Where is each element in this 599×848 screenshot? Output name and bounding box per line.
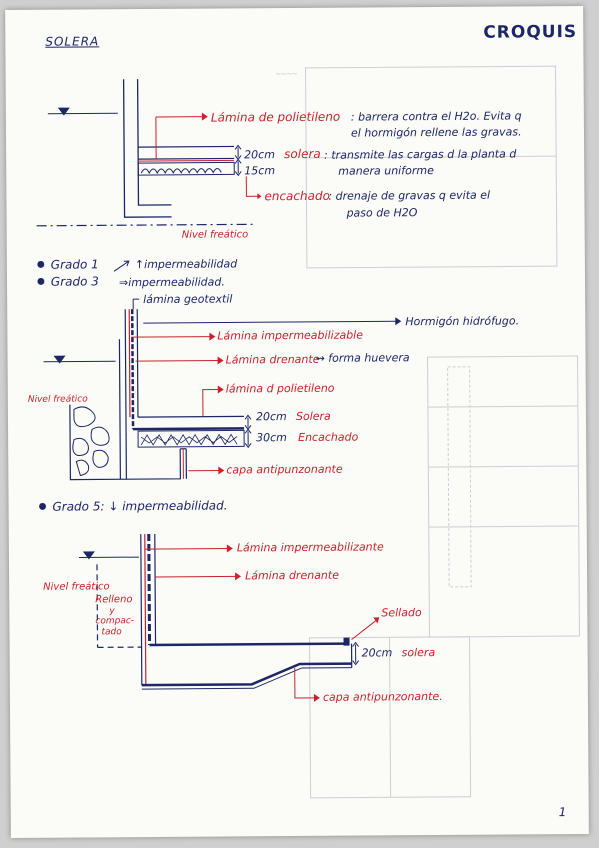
- solera-label-3: solera: [401, 646, 436, 660]
- encachado-desc-2: paso de H2O: [346, 206, 418, 220]
- lamina-impermeabilizante-label: Lámina impermeabilizante: [236, 540, 384, 555]
- relleno-label-2: y: [109, 606, 115, 617]
- notebook-page: ~~~~ SOLERA CROQUIS: [5, 5, 589, 839]
- capa-antipunzonante-label: capa antipunzonante: [226, 462, 343, 477]
- lamina-polietileno-label: Lámina de polietileno: [210, 109, 341, 125]
- sellado-label: Sellado: [381, 606, 422, 620]
- nivel-freatico-label-1: Nivel freático: [181, 229, 249, 241]
- nivel-freatico-label-3: Nivel freático: [43, 581, 110, 593]
- grado-1-label: Grado 1: [37, 257, 99, 271]
- relleno-label-3: compac-: [95, 616, 135, 627]
- page-number: 1: [558, 805, 567, 820]
- lamina-polietileno-desc-1: : barrera contra el H2o. Evita q: [350, 109, 522, 124]
- lamina-drenante-label: Lámina drenante: [225, 352, 320, 367]
- relleno-label-4: tado: [101, 627, 122, 638]
- grado-1-text: ↑impermeabilidad: [134, 257, 238, 272]
- grado-3-text: ⇒impermeabilidad.: [118, 275, 225, 290]
- hormigon-hidrofugo-label: Hormigón hidrófugo.: [405, 314, 520, 329]
- lamina-impermeabilizable-label: Lámina impermeabilizable: [217, 328, 364, 343]
- bleed-through-drawing: [305, 65, 581, 799]
- relleno-label-1: Relleno: [95, 594, 133, 606]
- encachado-thickness-2: 30cm: [256, 431, 287, 445]
- solera-thickness: 20cm: [244, 148, 275, 162]
- section2-drawing: [43, 298, 402, 481]
- encachado-label-2: Encachado: [298, 430, 359, 444]
- solera-label-2: Solera: [295, 409, 331, 424]
- solera-thickness-3: 20cm: [361, 646, 393, 660]
- lamina-polietileno-label-2: lámina d polietileno: [225, 381, 335, 396]
- lamina-polietileno-desc-2: el hormigón rellene las gravas.: [350, 125, 522, 140]
- lamina-drenante-label-2: Lámina drenante: [245, 568, 340, 583]
- forma-huevera-note: ⇝ forma huevera: [315, 351, 410, 365]
- solera-label: solera: [284, 146, 321, 162]
- encachado-desc-1: : drenaje de gravas q evita el: [328, 188, 491, 203]
- encachado-label: encachado: [264, 188, 330, 204]
- capa-antipunzonante-label-2: capa antipunzonante.: [322, 689, 443, 704]
- nivel-freatico-label-2: Nivel freático: [27, 394, 88, 405]
- grado-5-text: Grado 5: ↓ impermeabilidad.: [39, 498, 227, 513]
- solera-desc-1: : transmite las cargas d la planta d: [324, 147, 517, 162]
- section1-drawing: [36, 79, 262, 227]
- lamina-geotextil-label: lámina geotextil: [143, 292, 233, 307]
- encachado-thickness: 15cm: [244, 164, 276, 178]
- solera-thickness-2: 20cm: [255, 410, 287, 424]
- grado-3-label: Grado 3: [37, 274, 99, 288]
- solera-desc-2: manera uniforme: [338, 164, 434, 178]
- section3-drawing: [78, 533, 380, 702]
- section-drawings: [36, 79, 402, 702]
